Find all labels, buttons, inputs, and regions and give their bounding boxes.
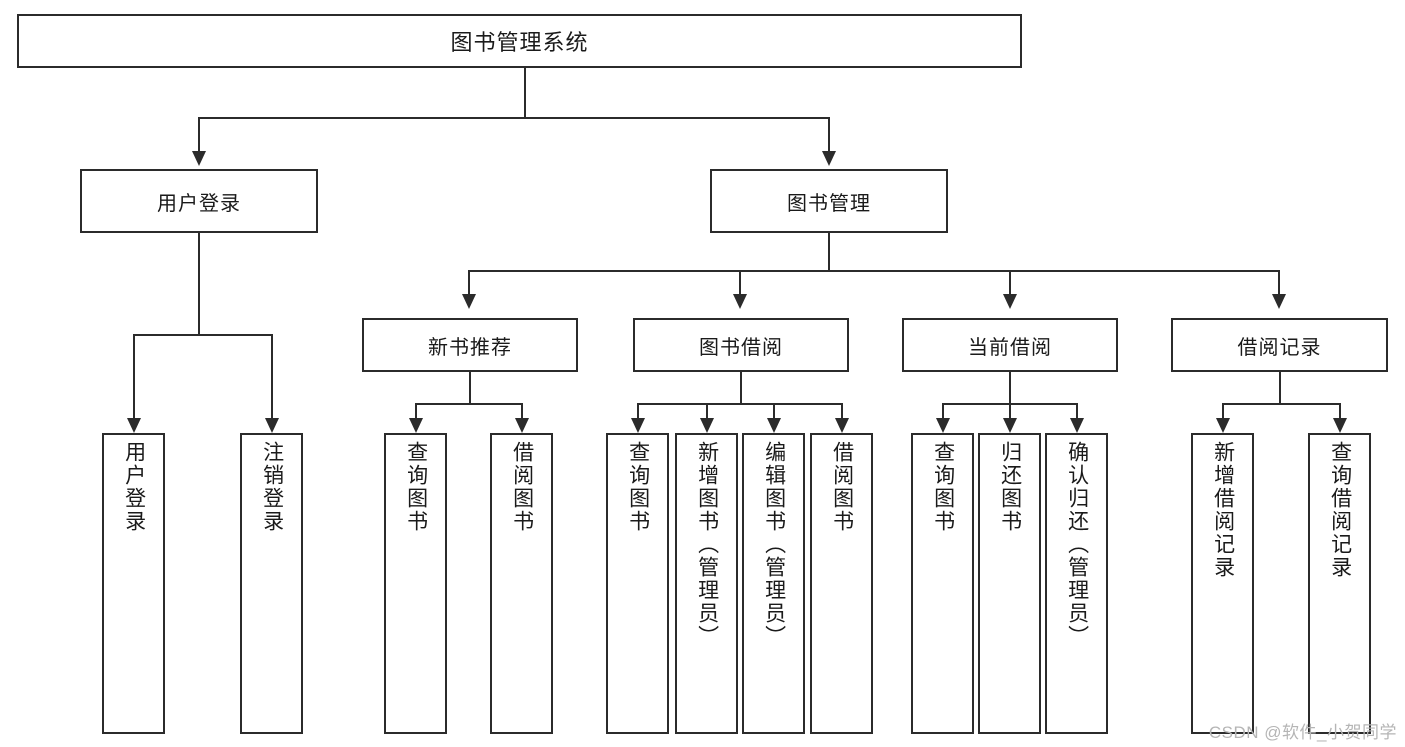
- leaf-query-book-current[interactable]: 查询图书: [911, 433, 974, 734]
- leaf-label: 新增图书（管理员）: [695, 441, 719, 648]
- csdn-watermark: CSDN @软件_小贺同学: [1208, 723, 1397, 742]
- arrow-to-leaf-query-record: [1333, 418, 1347, 433]
- leaf-borrow-book-new-recommend[interactable]: 借阅图书: [490, 433, 553, 734]
- leaf-edit-book-admin[interactable]: 编辑图书（管理员）: [742, 433, 805, 734]
- node-current-borrow[interactable]: 当前借阅: [902, 318, 1118, 372]
- connector-book-manage-to-book-borrow: [739, 270, 741, 296]
- connector-current-borrow-stem: [1009, 372, 1011, 404]
- leaf-confirm-return-admin[interactable]: 确认归还（管理员）: [1045, 433, 1108, 734]
- arrow-to-user-login: [192, 151, 206, 166]
- connector-borrow-record-stem: [1279, 372, 1281, 404]
- connector-book-borrow-stem: [740, 372, 742, 404]
- connector-borrow-record-to-leaf-2: [1339, 403, 1341, 420]
- connector-book-manage-to-current-borrow: [1009, 270, 1011, 296]
- connector-root-to-book-manage: [828, 117, 830, 153]
- arrow-to-leaf-borrow-book-nb: [515, 418, 529, 433]
- connector-current-borrow-to-leaf-2: [1009, 403, 1011, 420]
- node-label: 用户登录: [157, 192, 241, 215]
- connector-new-book-to-leaf-2: [521, 403, 523, 420]
- leaf-label: 编辑图书（管理员）: [762, 441, 786, 648]
- leaf-query-book-borrow[interactable]: 查询图书: [606, 433, 669, 734]
- arrow-to-leaf-user-login: [127, 418, 141, 433]
- arrow-to-current-borrow: [1003, 294, 1017, 309]
- arrow-to-leaf-logout: [265, 418, 279, 433]
- node-borrow-record[interactable]: 借阅记录: [1171, 318, 1388, 372]
- leaf-label: 新增借阅记录: [1211, 441, 1235, 579]
- leaf-label: 查询借阅记录: [1328, 441, 1352, 579]
- node-label: 新书推荐: [428, 336, 512, 359]
- node-label: 图书借阅: [699, 336, 783, 359]
- connector-new-book-bus: [415, 403, 523, 405]
- connector-user-login-bus: [133, 334, 273, 336]
- leaf-label: 查询图书: [931, 441, 955, 533]
- connector-current-borrow-to-leaf-1: [942, 403, 944, 420]
- connector-book-manage-to-borrow-record: [1278, 270, 1280, 296]
- leaf-add-book-admin[interactable]: 新增图书（管理员）: [675, 433, 738, 734]
- connector-book-borrow-to-leaf-1: [637, 403, 639, 420]
- arrow-to-leaf-query-book-cb: [936, 418, 950, 433]
- connector-user-login-to-leaf-1: [133, 334, 135, 420]
- leaf-label: 查询图书: [404, 441, 428, 533]
- connector-book-manage-to-new-book: [468, 270, 470, 296]
- leaf-logout[interactable]: 注销登录: [240, 433, 303, 734]
- leaf-label: 用户登录: [122, 441, 146, 533]
- arrow-to-leaf-add-record: [1216, 418, 1230, 433]
- node-label: 借阅记录: [1237, 336, 1322, 359]
- connector-book-manage-stem: [828, 233, 830, 271]
- arrow-to-leaf-query-book-nb: [409, 418, 423, 433]
- node-book-manage[interactable]: 图书管理: [710, 169, 948, 233]
- arrow-to-leaf-return-book: [1003, 418, 1017, 433]
- arrow-to-leaf-add-book: [700, 418, 714, 433]
- connector-book-borrow-to-leaf-4: [841, 403, 843, 420]
- connector-book-borrow-bus: [637, 403, 843, 405]
- leaf-return-book[interactable]: 归还图书: [978, 433, 1041, 734]
- connector-borrow-record-to-leaf-1: [1222, 403, 1224, 420]
- arrow-to-book-manage: [822, 151, 836, 166]
- connector-user-login-to-leaf-2: [271, 334, 273, 420]
- connector-new-book-to-leaf-1: [415, 403, 417, 420]
- node-label: 当前借阅: [968, 336, 1052, 359]
- arrow-to-leaf-query-book-bb: [631, 418, 645, 433]
- node-label: 图书管理系统: [450, 30, 589, 55]
- connector-root-stem: [524, 68, 526, 118]
- leaf-user-login[interactable]: 用户登录: [102, 433, 165, 734]
- connector-current-borrow-to-leaf-3: [1076, 403, 1078, 420]
- leaf-add-borrow-record[interactable]: 新增借阅记录: [1191, 433, 1254, 734]
- leaf-label: 确认归还（管理员）: [1065, 441, 1089, 648]
- leaf-label: 归还图书: [998, 441, 1022, 533]
- connector-book-manage-bus: [468, 270, 1280, 272]
- node-new-book-recommend[interactable]: 新书推荐: [362, 318, 578, 372]
- node-user-login[interactable]: 用户登录: [80, 169, 318, 233]
- connector-book-borrow-to-leaf-3: [773, 403, 775, 420]
- leaf-borrow-book[interactable]: 借阅图书: [810, 433, 873, 734]
- connector-root-bus: [198, 117, 830, 119]
- arrow-to-leaf-confirm-return: [1070, 418, 1084, 433]
- leaf-query-book-new-recommend[interactable]: 查询图书: [384, 433, 447, 734]
- connector-borrow-record-bus: [1222, 403, 1341, 405]
- arrow-to-new-book-recommend: [462, 294, 476, 309]
- arrow-to-leaf-edit-book: [767, 418, 781, 433]
- arrow-to-borrow-record: [1272, 294, 1286, 309]
- node-book-borrow[interactable]: 图书借阅: [633, 318, 849, 372]
- connector-new-book-stem: [469, 372, 471, 404]
- leaf-label: 注销登录: [260, 441, 284, 533]
- connector-user-login-stem: [198, 233, 200, 335]
- leaf-label: 借阅图书: [510, 441, 534, 533]
- arrow-to-book-borrow: [733, 294, 747, 309]
- leaf-label: 查询图书: [626, 441, 650, 533]
- node-label: 图书管理: [787, 192, 871, 215]
- connector-root-to-user-login: [198, 117, 200, 153]
- connector-book-borrow-to-leaf-2: [706, 403, 708, 420]
- leaf-label: 借阅图书: [830, 441, 854, 533]
- leaf-query-borrow-record[interactable]: 查询借阅记录: [1308, 433, 1371, 734]
- arrow-to-leaf-borrow-book-bb: [835, 418, 849, 433]
- node-root-system[interactable]: 图书管理系统: [17, 14, 1022, 68]
